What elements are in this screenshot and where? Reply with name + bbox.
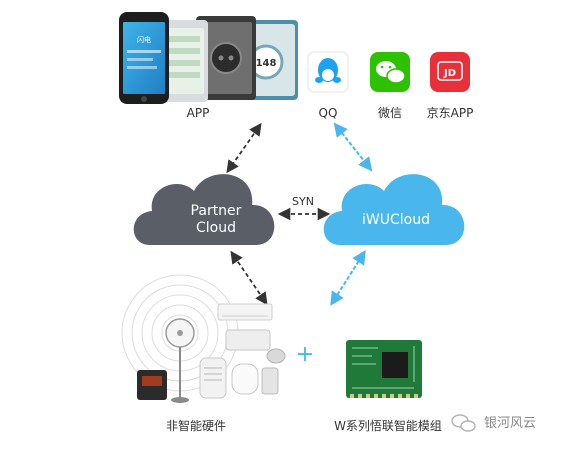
jd-label: 京东APP	[427, 106, 474, 120]
phone-screen-bar-1	[127, 50, 161, 53]
wechat-label: 微信	[378, 106, 402, 120]
app-screens: 148 闪电	[119, 12, 298, 104]
qq-app[interactable]	[307, 51, 349, 93]
plus-sign: +	[296, 342, 314, 367]
list-row-3	[168, 60, 200, 66]
phone-screen-title: 闪电	[137, 35, 151, 44]
wechat-watermark-icon	[451, 414, 476, 432]
gauge-value: 148	[256, 58, 277, 69]
humidifier-icon	[231, 363, 259, 395]
space-heater-icon	[199, 357, 227, 399]
partner-cloud-shape	[133, 174, 275, 245]
pcb-traces	[352, 346, 415, 389]
iwu-cloud-shape	[323, 174, 465, 245]
wechat-icon	[376, 61, 406, 84]
wechat-app[interactable]	[370, 52, 410, 92]
partner-cloud-line2: Cloud	[196, 220, 236, 236]
rice-cooker-icon	[266, 348, 286, 364]
syn-label: SYN	[292, 195, 314, 208]
air-purifier-icon	[225, 329, 271, 351]
iwu-cloud-label: iWUCloud	[362, 212, 430, 228]
home-button	[141, 96, 147, 102]
list-row-2	[168, 48, 200, 54]
socket-hole-right	[228, 55, 234, 61]
hardware-label: 非智能硬件	[166, 418, 226, 433]
jd-icon: JD	[437, 61, 463, 81]
watermark-text: 银河风云	[484, 416, 536, 431]
apps-iwu-arrow	[333, 122, 373, 172]
phone-screen-bar-3	[127, 66, 157, 69]
pcb-pins	[350, 394, 418, 398]
iwu-module-arrow	[330, 250, 366, 306]
wifi-module-board	[346, 340, 422, 398]
qq-label: QQ	[319, 106, 338, 120]
iwu-cloud: iWUCloud	[323, 174, 465, 245]
jd-app[interactable]: JD	[430, 52, 470, 92]
socket-hole-left	[218, 55, 224, 61]
home-appliances	[121, 274, 286, 403]
partner-cloud-line1: Partner	[191, 203, 242, 219]
fan-icon	[165, 318, 195, 403]
air-conditioner-icon	[217, 303, 273, 321]
jd-badge-text: JD	[443, 68, 456, 79]
partner-cloud: Partner Cloud	[133, 174, 275, 245]
module-label: W系列悟联智能模组	[334, 418, 442, 433]
speaker-icon	[261, 367, 279, 395]
qq-penguin-icon	[315, 58, 341, 83]
list-row-1	[168, 36, 200, 42]
app-partner-arrow	[226, 122, 262, 174]
socket-icon	[210, 42, 242, 74]
heater-glow	[142, 376, 162, 386]
phone-screen-bar-2	[127, 58, 153, 61]
app-label: APP	[187, 106, 210, 120]
partner-hardware-arrow	[230, 250, 268, 306]
chip-icon	[382, 352, 408, 378]
list-row-4	[168, 72, 200, 78]
